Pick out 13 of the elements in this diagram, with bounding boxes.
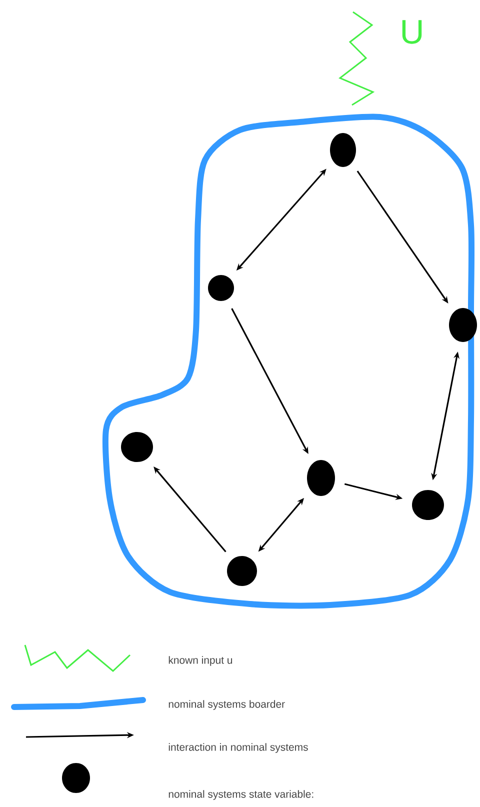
- legend-text: interaction in nominal systems: [168, 743, 308, 753]
- state-dot: [330, 133, 356, 167]
- system-boundary: [102, 114, 475, 609]
- state-dot: [307, 460, 335, 496]
- state-dot: [412, 490, 444, 520]
- input-label: U: [402, 20, 422, 44]
- legend-text: nominal systems boarder: [168, 700, 285, 710]
- state-dot: [227, 556, 257, 586]
- state-dot: [121, 432, 153, 462]
- legend-text: nominal systems state variable:: [168, 790, 314, 800]
- state-dot: [449, 308, 477, 342]
- state-dot: [208, 275, 234, 301]
- legend-text: known input u: [168, 656, 232, 666]
